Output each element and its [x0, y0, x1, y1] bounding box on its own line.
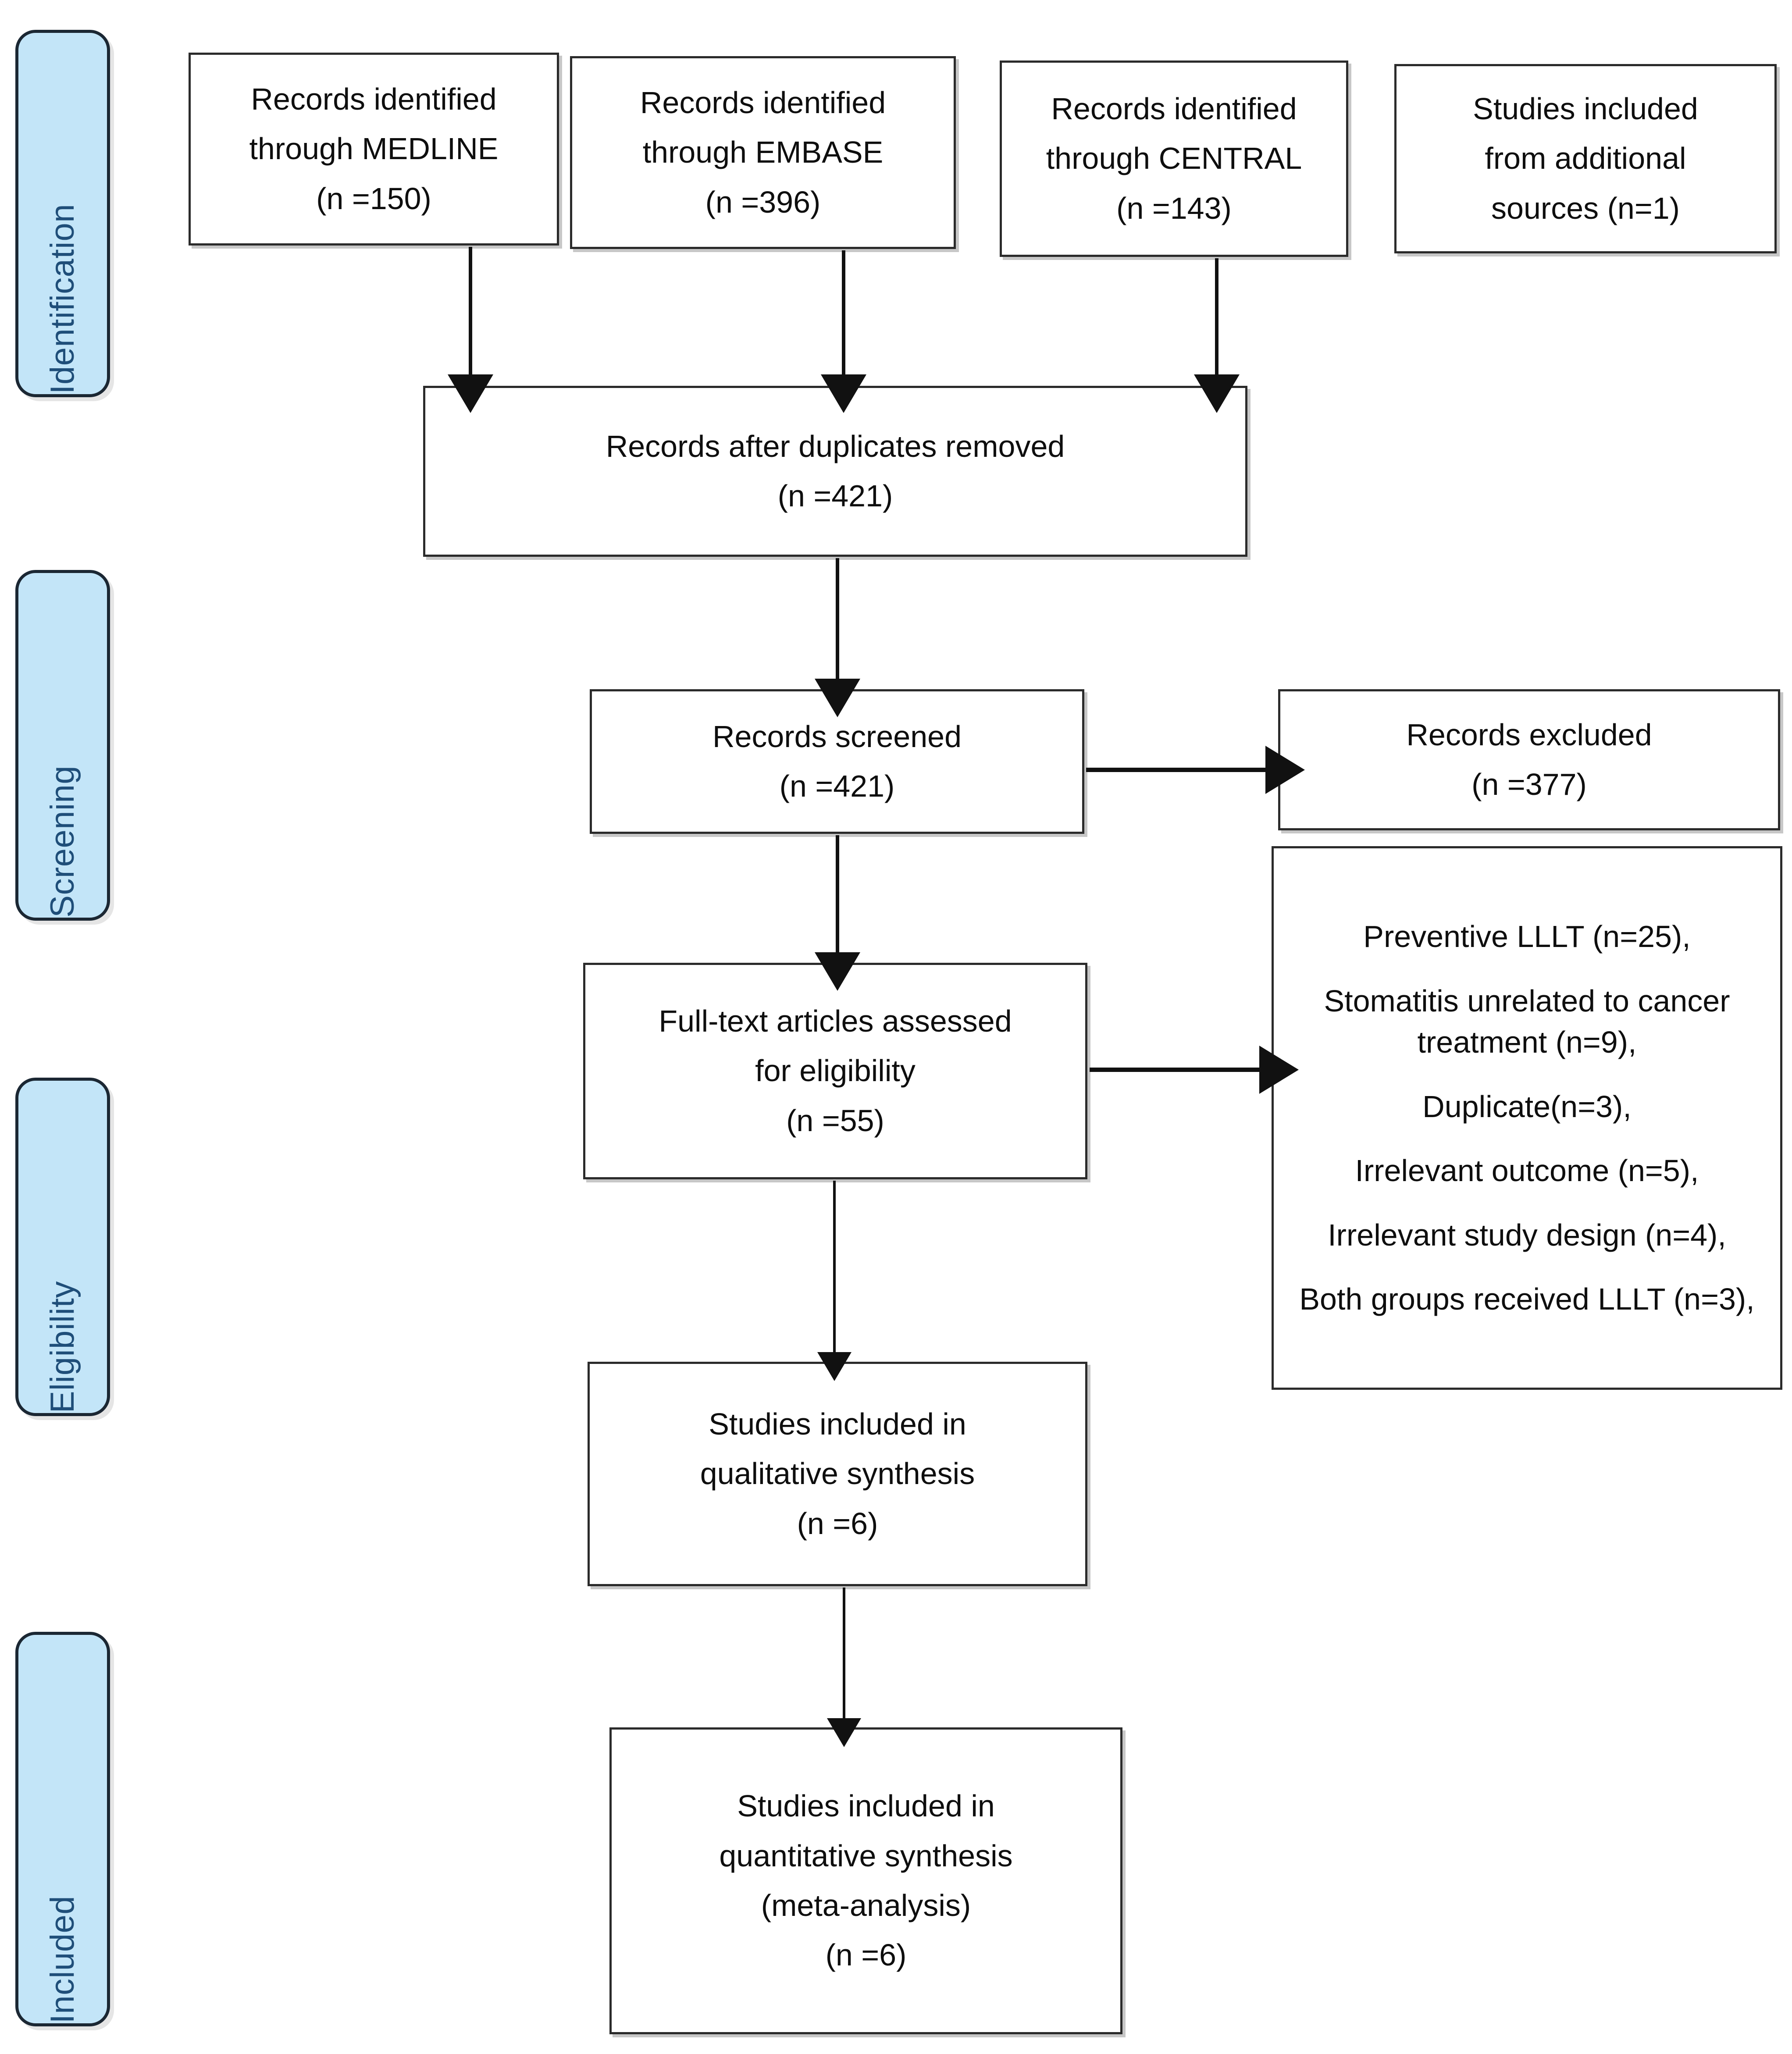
node-line: Records identified [251, 82, 497, 116]
node-line: Studies included in [737, 1789, 995, 1823]
node-line: (n =150) [316, 181, 431, 216]
stage-label-screening: Screening [44, 765, 81, 918]
node-line: Studies included in [709, 1406, 966, 1441]
node-records-after-duplicates: Records after duplicates removed (n =421… [423, 386, 1247, 557]
node-line: qualitative synthesis [700, 1456, 975, 1491]
node-line: (meta-analysis) [761, 1888, 971, 1922]
node-line: (n =6) [797, 1506, 878, 1541]
node-quantitative-synthesis: Studies included in quantitative synthes… [609, 1727, 1122, 2034]
stage-label-identification: Identification [44, 204, 81, 394]
exclusion-reason-item: Stomatitis unrelated to cancer treatment… [1324, 983, 1730, 1060]
stage-pill-identification: Identification [15, 30, 110, 397]
node-line: (n =6) [825, 1938, 907, 1972]
node-line: (n =421) [779, 769, 895, 803]
exclusion-reason-item: Both groups received LLLT (n=3), [1299, 1282, 1755, 1317]
node-exclusion-reasons: Preventive LLLT (n=25), Stomatitis unrel… [1272, 846, 1782, 1390]
stage-label-eligibility: Eligibility [44, 1281, 81, 1413]
node-line: (n =55) [786, 1103, 884, 1138]
node-line: through EMBASE [642, 135, 884, 170]
node-line: from additional [1485, 141, 1686, 176]
stage-pill-eligibility: Eligibility [15, 1078, 110, 1416]
node-records-screened: Records screened (n =421) [590, 689, 1084, 834]
exclusion-reason-item: Preventive LLLT (n=25), [1363, 919, 1691, 954]
node-line: Studies included [1473, 91, 1698, 126]
node-line: quantitative synthesis [719, 1838, 1013, 1873]
stage-label-included: Included [44, 1895, 81, 2023]
node-line: Records identified [640, 85, 886, 120]
node-line: Records screened [712, 719, 962, 754]
node-line: through CENTRAL [1046, 141, 1302, 176]
exclusion-reason-item: Irrelevant study design (n=4), [1328, 1217, 1726, 1252]
node-records-excluded: Records excluded (n =377) [1278, 689, 1780, 830]
node-line: through MEDLINE [249, 132, 499, 166]
node-fulltext-assessed: Full-text articles assessed for eligibil… [583, 963, 1087, 1179]
stage-pill-included: Included [15, 1632, 110, 2026]
node-additional-sources: Studies included from additional sources… [1394, 64, 1777, 253]
node-line: (n =421) [777, 479, 893, 513]
node-line: Records identified [1051, 91, 1297, 126]
node-line: sources (n=1) [1491, 191, 1680, 225]
node-line: (n =396) [705, 185, 821, 219]
node-line: (n =143) [1116, 191, 1232, 225]
node-records-medline: Records identified through MEDLINE (n =1… [189, 53, 559, 246]
exclusion-reason-item: Irrelevant outcome (n=5), [1355, 1153, 1699, 1188]
node-line: Records excluded [1406, 717, 1652, 752]
node-line: for eligibility [755, 1054, 916, 1088]
node-line: Records after duplicates removed [606, 429, 1065, 463]
node-records-embase: Records identified through EMBASE (n =39… [570, 56, 956, 249]
node-records-central: Records identified through CENTRAL (n =1… [1000, 61, 1348, 257]
node-line: Full-text articles assessed [659, 1004, 1012, 1038]
node-qualitative-synthesis: Studies included in qualitative synthesi… [588, 1362, 1087, 1586]
stage-pill-screening: Screening [15, 570, 110, 921]
exclusion-reason-item: Duplicate(n=3), [1422, 1089, 1632, 1124]
node-line: (n =377) [1471, 767, 1587, 801]
